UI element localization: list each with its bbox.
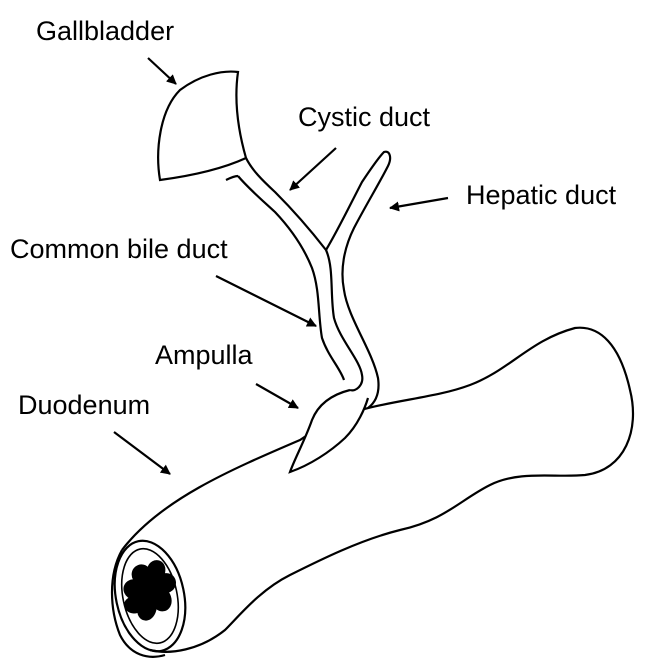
label-cystic-duct: Cystic duct — [298, 104, 430, 131]
cystic-duct-arrow — [290, 148, 336, 190]
common-bile-duct-arrow — [216, 276, 316, 326]
label-common-bile-duct: Common bile duct — [10, 236, 228, 263]
gallbladder-arrow — [148, 58, 176, 84]
label-gallbladder: Gallbladder — [36, 18, 174, 45]
label-duodenum: Duodenum — [18, 392, 150, 419]
duodenum-arrow — [114, 432, 170, 474]
label-ampulla: Ampulla — [155, 342, 253, 369]
ampulla-arrow — [256, 384, 298, 408]
hepatic-duct-arrow — [390, 198, 448, 208]
label-hepatic-duct: Hepatic duct — [466, 182, 616, 209]
